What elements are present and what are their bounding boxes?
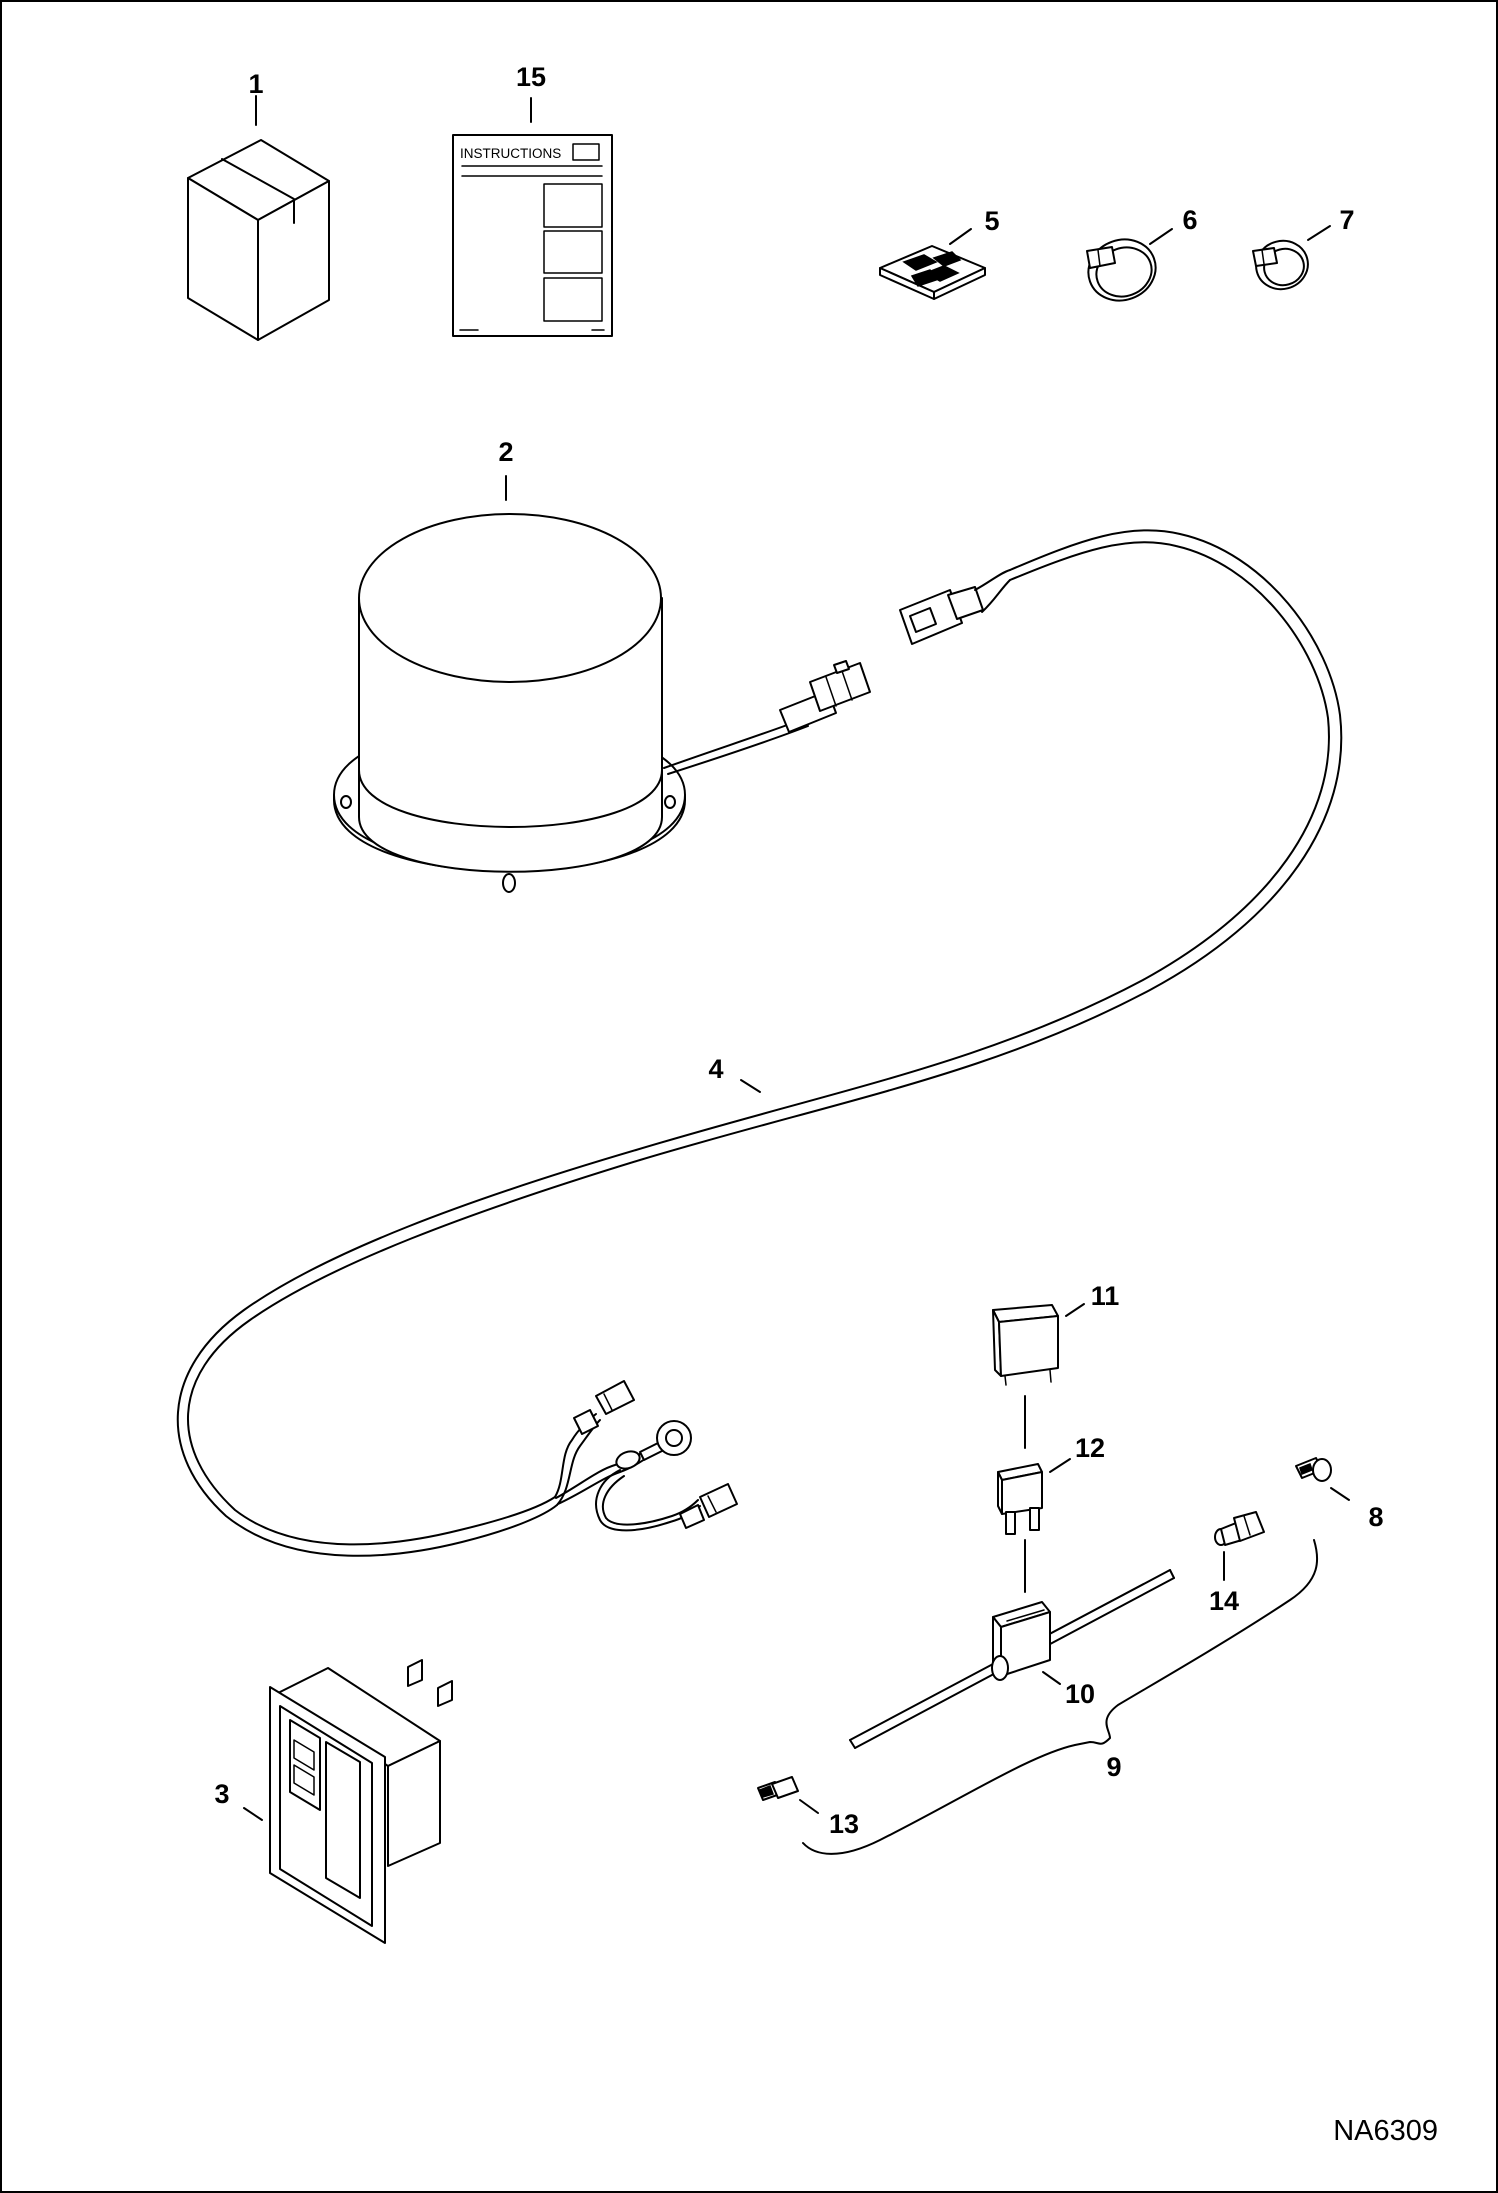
- part-4-wire-harness: [176, 529, 1343, 1557]
- leader-13: [799, 1799, 819, 1814]
- callout-1: 1: [248, 69, 263, 99]
- part-5-mounting-base: [879, 245, 986, 300]
- callout-15: 15: [516, 62, 546, 92]
- callout-11: 11: [1091, 1281, 1120, 1311]
- instructions-title: INSTRUCTIONS: [460, 146, 561, 161]
- part-9-kit-brace: [802, 1539, 1319, 1855]
- leader-10: [1042, 1671, 1061, 1685]
- callout-2: 2: [498, 437, 513, 467]
- part-10-inline-fuse-holder: [849, 1569, 1175, 1749]
- leader-7: [1307, 225, 1331, 241]
- callout-9: 9: [1106, 1752, 1121, 1782]
- part-11-fuse-cover: [992, 1304, 1059, 1386]
- leader-3: [243, 1807, 263, 1821]
- leader-6: [1149, 228, 1173, 245]
- part-2-beacon-light: [333, 513, 686, 893]
- part-8-spade-terminal: [1295, 1457, 1332, 1482]
- callout-5: 5: [984, 206, 999, 236]
- callout-12: 12: [1075, 1433, 1105, 1463]
- leader-5: [949, 228, 972, 245]
- callout-4: 4: [708, 1054, 723, 1084]
- callout-7: 7: [1339, 205, 1354, 235]
- part-3-rocker-switch: [269, 1659, 453, 1944]
- leader-12: [1049, 1458, 1071, 1473]
- drawing-code: NA6309: [1333, 2115, 1438, 2147]
- callout-14: 14: [1209, 1586, 1239, 1616]
- leader-4: [740, 1079, 761, 1093]
- callout-6: 6: [1182, 205, 1197, 235]
- callout-10: 10: [1065, 1679, 1095, 1709]
- harness-connector: [899, 569, 1011, 645]
- part-14-butt-connector: [1214, 1511, 1265, 1546]
- part-6-cable-tie-large: [1086, 238, 1157, 302]
- part-13-connector: [757, 1776, 799, 1801]
- callout-8: 8: [1368, 1502, 1383, 1532]
- callout-13: 13: [829, 1809, 859, 1839]
- part-7-cable-tie-small: [1252, 239, 1309, 291]
- part-15-instructions-sheet: INSTRUCTIONS: [452, 134, 613, 337]
- leader-11: [1065, 1303, 1085, 1317]
- leader-8: [1330, 1487, 1350, 1501]
- part-12-blade-fuse: [997, 1463, 1043, 1535]
- beacon-pigtail-connector: [663, 660, 871, 775]
- callout-3: 3: [214, 1779, 229, 1809]
- part-1-box: [187, 139, 330, 341]
